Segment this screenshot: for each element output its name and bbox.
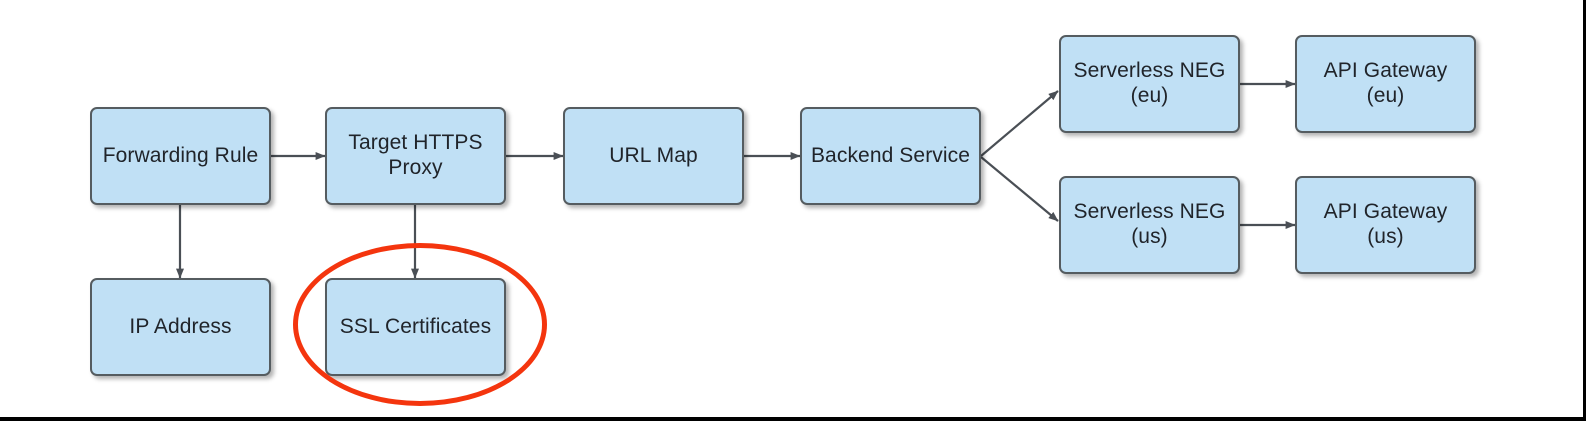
node-api-gateway-us[interactable]: API Gateway (us) xyxy=(1295,176,1476,274)
node-serverless-neg-eu[interactable]: Serverless NEG (eu) xyxy=(1059,35,1240,133)
node-backend-service[interactable]: Backend Service xyxy=(800,107,981,205)
node-forwarding-rule[interactable]: Forwarding Rule xyxy=(90,107,271,205)
node-ssl-certificates[interactable]: SSL Certificates xyxy=(325,278,506,376)
node-ip-address[interactable]: IP Address xyxy=(90,278,271,376)
edge-backend-service-to-serverless-neg-eu xyxy=(980,90,1059,157)
node-target-https-proxy[interactable]: Target HTTPS Proxy xyxy=(325,107,506,205)
node-serverless-neg-us[interactable]: Serverless NEG (us) xyxy=(1059,176,1240,274)
node-api-gateway-eu[interactable]: API Gateway (eu) xyxy=(1295,35,1476,133)
node-url-map[interactable]: URL Map xyxy=(563,107,744,205)
edge-backend-service-to-serverless-neg-us xyxy=(980,156,1059,222)
